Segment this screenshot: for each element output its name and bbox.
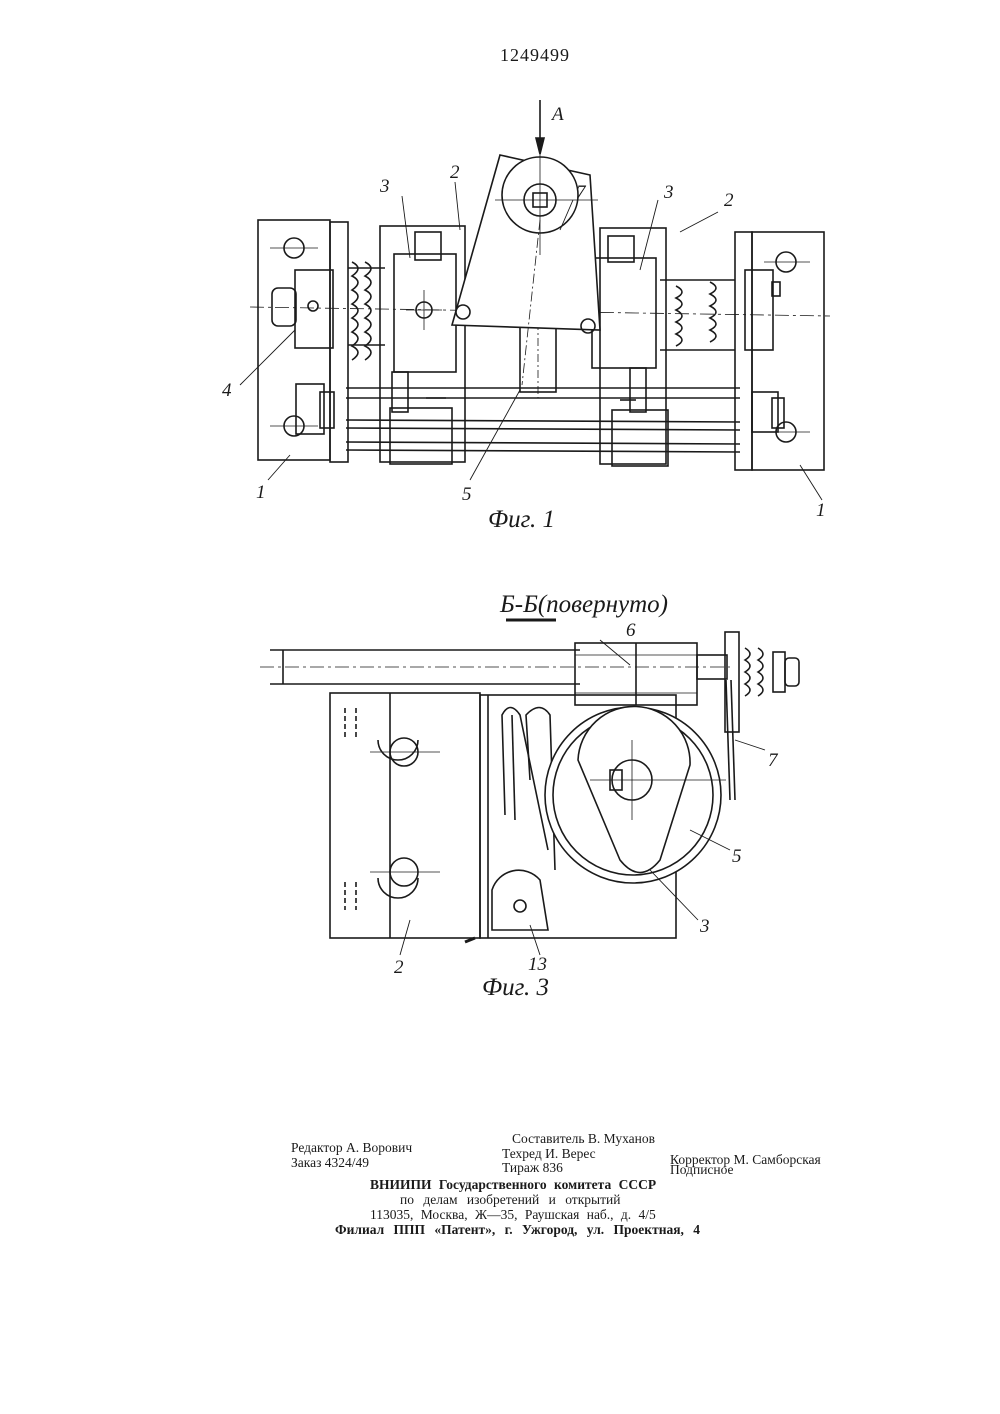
imprint-circulation: Тираж 836	[502, 1160, 563, 1176]
fig1-label-3-right: 3	[663, 182, 674, 203]
view-arrow-label: А	[550, 104, 564, 125]
fig1-caption: Фиг. 1	[488, 506, 555, 533]
fig3-section-title: Б-Б(повернуто)	[499, 591, 668, 618]
fig3-label-7: 7	[768, 750, 779, 771]
fig1-label-1-right: 1	[816, 500, 826, 521]
fig1-label-7: 7	[576, 182, 587, 203]
imprint-org-line2: по делам изобретений и открытий	[400, 1192, 620, 1208]
imprint-editor: Редактор А. Ворович	[291, 1140, 412, 1156]
fig1-label-4: 4	[222, 380, 232, 401]
fig3-label-13: 13	[528, 954, 547, 975]
imprint-order: Заказ 4324/49	[291, 1155, 369, 1171]
imprint-subscription: Подписное	[670, 1162, 734, 1178]
imprint-branch: Филиал ППП «Патент», г. Ужгород, ул. Про…	[335, 1222, 700, 1238]
fig3-caption: Фиг. 3	[482, 974, 549, 1001]
imprint-org-address: 113035, Москва, Ж—35, Раушская наб., д. …	[370, 1207, 656, 1223]
imprint-org-line1: ВНИИПИ Государственного комитета СССР	[370, 1177, 656, 1193]
fig3-label-2: 2	[394, 957, 404, 978]
imprint-compiler: Составитель В. Муханов	[512, 1131, 655, 1147]
fig1-label-5: 5	[462, 484, 472, 505]
fig1-label-2-left: 2	[450, 162, 460, 183]
fig1-label-1-left: 1	[256, 482, 266, 503]
fig1-label-2-right: 2	[724, 190, 734, 211]
fig1-label-3-left: 3	[379, 176, 390, 197]
fig3-label-6: 6	[626, 620, 636, 641]
fig3-label-3: 3	[699, 916, 710, 937]
fig3-label-5: 5	[732, 846, 742, 867]
figure-1-drawing: А	[0, 0, 1000, 560]
